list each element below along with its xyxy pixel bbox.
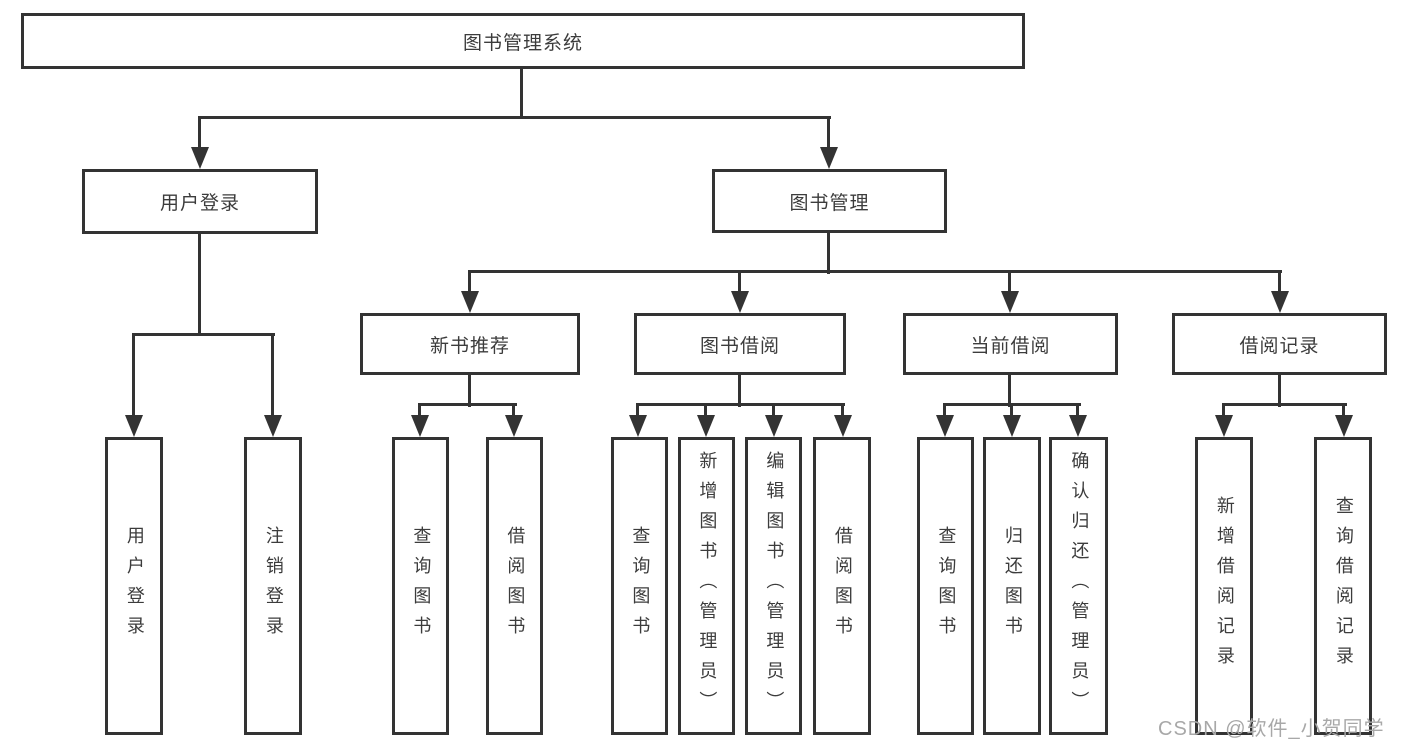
connector-line (1222, 403, 1225, 417)
arrowhead-down-icon (411, 415, 429, 437)
connector-line (636, 403, 845, 406)
connector-line (132, 333, 135, 417)
node-label: 注销登录 (263, 526, 284, 646)
node-label: 归还图书 (1002, 526, 1023, 646)
node-label: 查询借阅记录 (1333, 496, 1354, 676)
node-new-book-recommend: 新书推荐 (360, 313, 580, 375)
node-label: 图书管理 (789, 192, 870, 214)
connector-line (132, 333, 275, 336)
node-label: 借阅图书 (505, 526, 526, 646)
leaf-current-return-books: 归还图书 (983, 437, 1041, 735)
connector-line (1008, 375, 1011, 407)
arrowhead-down-icon (505, 415, 523, 437)
leaf-current-query-books: 查询图书 (917, 437, 974, 735)
arrowhead-down-icon (1001, 291, 1019, 313)
connector-line (943, 403, 946, 417)
connector-line (841, 403, 844, 417)
node-label: 查询图书 (630, 526, 651, 646)
arrowhead-down-icon (1215, 415, 1233, 437)
arrowhead-down-icon (125, 415, 143, 437)
connector-line (772, 403, 775, 417)
leaf-records-query-record: 查询借阅记录 (1314, 437, 1372, 735)
node-label: 用户登录 (159, 193, 240, 214)
arrowhead-down-icon (765, 415, 783, 437)
node-label: 新增借阅记录 (1214, 496, 1235, 676)
node-book-borrowing: 图书借阅 (634, 313, 846, 375)
connector-line (198, 116, 831, 119)
node-book-management: 图书管理 (712, 169, 947, 233)
leaf-current-confirm-return-admin: 确认归还（管理员） (1049, 437, 1108, 735)
arrowhead-down-icon (1271, 291, 1289, 313)
node-borrowing-records: 借阅记录 (1172, 313, 1387, 375)
connector-line (468, 270, 1282, 273)
arrowhead-down-icon (264, 415, 282, 437)
arrowhead-down-icon (1335, 415, 1353, 437)
leaf-borrow-edit-books-admin: 编辑图书（管理员） (745, 437, 802, 735)
node-label: 确认归还（管理员） (1069, 451, 1090, 721)
arrowhead-down-icon (820, 147, 838, 169)
node-label: 图书管理系统 (462, 32, 583, 54)
leaf-records-add-record: 新增借阅记录 (1195, 437, 1253, 735)
leaf-newbooks-borrow-books: 借阅图书 (486, 437, 543, 735)
node-label: 当前借阅 (970, 335, 1051, 357)
connector-line (198, 116, 201, 150)
connector-line (738, 375, 741, 407)
connector-line (738, 270, 741, 294)
node-label: 借阅记录 (1239, 335, 1320, 357)
node-user-login: 用户登录 (82, 169, 318, 234)
leaf-borrow-add-books-admin: 新增图书（管理员） (678, 437, 735, 735)
connector-line (1008, 270, 1011, 294)
connector-line (520, 69, 523, 118)
connector-line (636, 403, 639, 417)
arrowhead-down-icon (191, 147, 209, 169)
arrowhead-down-icon (1003, 415, 1021, 437)
arrowhead-down-icon (629, 415, 647, 437)
connector-line (418, 403, 517, 406)
connector-line (271, 333, 274, 417)
leaf-newbooks-query-books: 查询图书 (392, 437, 449, 735)
leaf-user-login: 用户登录 (105, 437, 163, 735)
arrowhead-down-icon (731, 291, 749, 313)
connector-line (1222, 403, 1347, 406)
connector-line (1278, 270, 1281, 294)
node-label: 用户登录 (124, 526, 145, 646)
node-label: 查询图书 (411, 526, 432, 646)
connector-line (1076, 403, 1079, 417)
node-label: 图书借阅 (699, 335, 780, 357)
connector-line (704, 403, 707, 417)
connector-line (1010, 403, 1013, 417)
node-current-borrowing: 当前借阅 (903, 313, 1118, 375)
arrowhead-down-icon (936, 415, 954, 437)
arrowhead-down-icon (834, 415, 852, 437)
leaf-logout: 注销登录 (244, 437, 302, 735)
connector-line (1278, 375, 1281, 407)
arrowhead-down-icon (697, 415, 715, 437)
connector-line (1342, 403, 1345, 417)
connector-line (468, 375, 471, 407)
connector-line (827, 116, 830, 150)
node-label: 编辑图书（管理员） (764, 451, 785, 721)
arrowhead-down-icon (1069, 415, 1087, 437)
connector-line (418, 403, 421, 417)
leaf-borrow-borrow-books: 借阅图书 (813, 437, 871, 735)
node-label: 查询图书 (936, 526, 957, 646)
connector-line (468, 270, 471, 294)
connector-line (198, 234, 201, 336)
leaf-borrow-query-books: 查询图书 (611, 437, 668, 735)
node-label: 新书推荐 (429, 335, 510, 357)
node-label: 借阅图书 (832, 526, 853, 646)
node-root-system: 图书管理系统 (21, 13, 1025, 69)
connector-line (512, 403, 515, 417)
arrowhead-down-icon (461, 291, 479, 313)
csdn-watermark: CSDN @软件_小贺同学 (1158, 718, 1385, 740)
connector-line (827, 233, 830, 274)
node-label: 新增图书（管理员） (697, 451, 718, 721)
